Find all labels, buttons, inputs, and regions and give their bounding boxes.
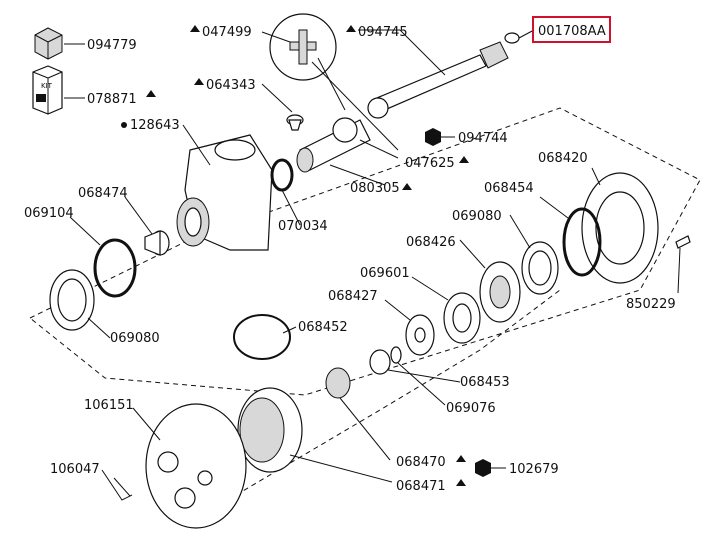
part-label-068474[interactable]: 068474: [78, 186, 128, 201]
kit-marker-triangle-icon: [456, 479, 466, 486]
part-label-094779[interactable]: 094779: [87, 38, 137, 53]
bearing-068453-part: [369, 349, 461, 383]
disc-069601-part: [411, 276, 481, 344]
part-label-069601[interactable]: 069601: [360, 266, 410, 281]
roller-gear-068470-part: [325, 367, 391, 461]
part-label-069080-right[interactable]: 069080: [452, 209, 502, 224]
part-label-069080-left[interactable]: 069080: [110, 331, 160, 346]
part-label-094744[interactable]: 094744: [458, 131, 508, 146]
kit-marker-triangle-icon: [146, 90, 156, 97]
planet-carrier-106151-part: [132, 403, 247, 529]
hub-flange-068420-part: [581, 167, 659, 284]
part-label-069076[interactable]: 069076: [446, 401, 496, 416]
seal-069080-right-part: [509, 214, 559, 295]
part-label-128643[interactable]: 128643: [130, 118, 180, 133]
pin-850229-part: [675, 235, 691, 294]
screw-part: [261, 83, 304, 131]
part-label-047625[interactable]: 047625: [405, 156, 455, 171]
kit-marker-triangle-icon: [346, 25, 356, 32]
washer-068427-part: [384, 299, 435, 356]
part-094779-icon: [34, 27, 85, 60]
nut-102679-part: [475, 459, 506, 477]
part-label-106047[interactable]: 106047: [50, 462, 100, 477]
kit-marker-dot-icon: [121, 122, 127, 128]
kit-marker-triangle-icon: [459, 156, 469, 163]
kit-marker-triangle-icon: [194, 78, 204, 85]
part-label-106151[interactable]: 106151: [84, 398, 134, 413]
part-label-102679[interactable]: 102679: [509, 462, 559, 477]
upper-assembly-boundary: [29, 107, 701, 396]
kit-marker-triangle-icon: [456, 455, 466, 462]
lower-assembly-boundary: [235, 289, 561, 496]
part-label-080305[interactable]: 080305: [350, 181, 400, 196]
part-label-068454[interactable]: 068454: [484, 181, 534, 196]
oring-068454-part: [539, 196, 602, 277]
part-label-068470[interactable]: 068470: [396, 455, 446, 470]
seal-070034-part: [270, 158, 301, 226]
part-label-047499[interactable]: 047499: [202, 25, 252, 40]
kit-box-text: KIT: [41, 82, 53, 90]
part-label-078871[interactable]: 078871: [87, 92, 137, 107]
nut-part: [425, 128, 455, 146]
seal-069080-left-part: [49, 269, 111, 339]
ring-gear-068471-part: [237, 387, 393, 483]
part-label-068426[interactable]: 068426: [406, 235, 456, 250]
kit-box-icon: [32, 65, 85, 115]
part-label-064343[interactable]: 064343: [206, 78, 256, 93]
steering-knuckle-part: [176, 124, 273, 251]
part-label-094745[interactable]: 094745: [358, 25, 408, 40]
snap-ring-068452-part: [233, 314, 297, 360]
bushing-068474-part: [124, 196, 170, 256]
drive-shaft-part: [358, 29, 535, 113]
bolts-106047-part: [101, 469, 133, 501]
part-label-068471[interactable]: 068471: [396, 479, 446, 494]
kit-marker-triangle-icon: [190, 25, 200, 32]
part-label-850229[interactable]: 850229: [626, 297, 676, 312]
ring-069076-part: [390, 346, 446, 406]
part-label-068453[interactable]: 068453: [460, 375, 510, 390]
part-label-068420[interactable]: 068420: [538, 151, 588, 166]
part-label-070034[interactable]: 070034: [278, 219, 328, 234]
ring-069104-part: [69, 216, 137, 298]
cross-joint-part: [261, 13, 399, 151]
part-label-068427[interactable]: 068427: [328, 289, 378, 304]
kit-marker-triangle-icon: [402, 183, 412, 190]
part-label-068452[interactable]: 068452: [298, 320, 348, 335]
part-label-069104[interactable]: 069104: [24, 206, 74, 221]
double-joint-part: [296, 97, 399, 186]
disc-068426-part: [459, 239, 521, 323]
highlight-box: [532, 16, 611, 43]
part-label-001708AA[interactable]: 001708AA: [538, 24, 606, 39]
